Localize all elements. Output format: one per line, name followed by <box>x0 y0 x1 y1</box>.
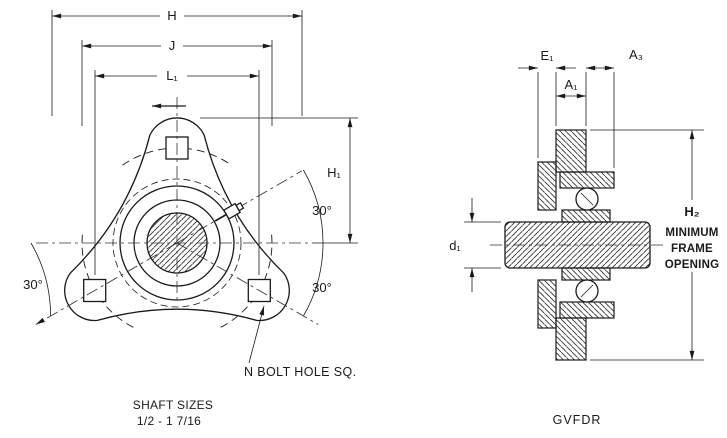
flange-plate-top <box>555 129 587 173</box>
bolt-note: N BOLT HOLE SQ. <box>244 305 357 379</box>
angle-left-label: 30° <box>23 277 43 292</box>
grease-fitting-icon <box>214 202 245 222</box>
inner-ring-top <box>561 209 611 223</box>
model-label: GVFDR <box>553 413 602 427</box>
inner-ring-bottom <box>561 267 611 281</box>
dim-e1-label: E₁ <box>540 48 554 63</box>
section-view: E₁ A₃ A₁ d₁ H₂ MINIMUM <box>449 47 719 427</box>
shaft-sizes-title: SHAFT SIZES <box>133 398 213 412</box>
dim-a3-label: A₃ <box>629 47 643 62</box>
angle-annotations: 30° 30° 30° <box>23 169 332 317</box>
dim-h2-label: H₂ <box>684 204 699 219</box>
spigot-top <box>537 161 557 211</box>
dim-h: H <box>51 8 303 116</box>
frame-note-line2: FRAME <box>671 243 713 255</box>
outer-ring-bottom <box>559 301 615 319</box>
flange-section <box>537 129 615 361</box>
shaft-sizes-note: SHAFT SIZES 1/2 - 1 7/16 <box>133 398 213 428</box>
outer-ring-top <box>559 171 615 189</box>
dim-j: J <box>81 38 273 126</box>
dim-a1-label: A₁ <box>564 77 578 92</box>
front-view: H J L₁ H₁ 30° <box>23 8 358 428</box>
dim-a1: A₁ <box>556 77 586 99</box>
shaft-sizes-range: 1/2 - 1 7/16 <box>137 414 201 428</box>
dim-l1: L₁ <box>94 68 260 275</box>
dim-j-label: J <box>169 38 176 53</box>
angle-lower-right-label: 30° <box>312 280 332 295</box>
flange-plate-bottom <box>555 317 587 361</box>
dim-e1: E₁ <box>518 48 576 158</box>
dim-h-label: H <box>167 8 176 23</box>
dim-d1-label: d₁ <box>449 238 461 253</box>
dim-h2: H₂ MINIMUM FRAME OPENING <box>590 129 719 361</box>
bolt-note-label: N BOLT HOLE SQ. <box>244 365 357 379</box>
dim-l1-label: L₁ <box>166 68 178 83</box>
radial-centerline-left <box>35 242 178 325</box>
bearing-balls <box>575 187 599 303</box>
frame-note-line3: OPENING <box>665 259 719 271</box>
dim-h1: H₁ <box>200 117 358 244</box>
frame-note-line1: MINIMUM <box>665 227 718 239</box>
radial-centerline-right <box>176 242 319 325</box>
dim-d1: d₁ <box>449 198 501 292</box>
dim-a3: A₃ <box>585 47 643 168</box>
spigot-bottom <box>537 279 557 329</box>
angle-upper-right-label: 30° <box>312 203 332 218</box>
dim-h1-label: H₁ <box>327 165 341 180</box>
